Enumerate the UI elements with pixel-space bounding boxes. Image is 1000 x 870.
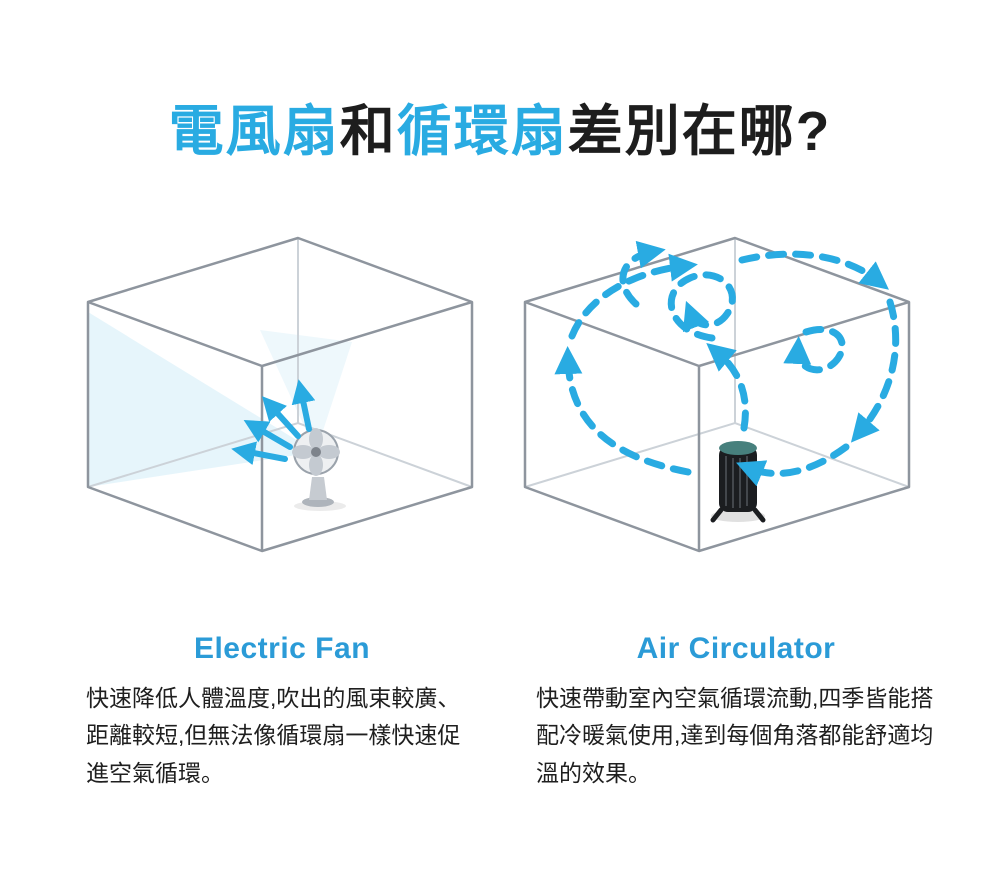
- title-segment-and: 和: [339, 100, 397, 162]
- tower-circulator-icon: [710, 441, 766, 523]
- air-circulator-heading: Air Circulator: [636, 632, 836, 665]
- fan-blades: [292, 428, 340, 476]
- desk-fan-icon: [292, 428, 346, 511]
- circulation-arrow: [568, 253, 698, 340]
- airflow-arrow: [243, 419, 293, 450]
- circulation-arrow: [554, 346, 692, 476]
- circulator-body: [719, 446, 757, 512]
- airflow-arrow: [291, 379, 316, 432]
- title-segment-circulator: 循環扇: [396, 100, 568, 162]
- circulation-curl: [783, 326, 846, 374]
- air-circulator-room-diagram: [523, 236, 911, 553]
- fan-airflow-arrows: [231, 379, 316, 466]
- airflow-arrow: [231, 441, 288, 466]
- room-front-edges: [524, 300, 910, 551]
- air-circulator-caption: Air Circulator 快速帶動室內空氣循環流動,四季皆能搭配冷暖氣使用,…: [536, 632, 936, 792]
- circulation-arrow: [619, 240, 666, 308]
- circulation-arrow: [736, 443, 850, 487]
- title-segment-question: 差別在哪?: [567, 100, 832, 162]
- diagram-canvas: [86, 236, 911, 553]
- circulation-arrow: [738, 250, 889, 290]
- electric-fan-heading: Electric Fan: [193, 632, 371, 665]
- circulator-top: [719, 441, 757, 455]
- page-title: 電風扇和循環扇差別在哪?: [0, 86, 1000, 166]
- circulation-spiral: [667, 271, 736, 342]
- electric-fan-caption: Electric Fan 快速降低人體溫度,吹出的風束較廣、距離較短,但無法像循…: [86, 632, 478, 792]
- fan-stand: [309, 477, 327, 500]
- room-hidden-edges: [524, 238, 910, 488]
- electric-fan-description: 快速降低人體溫度,吹出的風束較廣、距離較短,但無法像循環扇一樣快速促進空氣循環。: [86, 685, 461, 786]
- circulator-feet: [710, 507, 766, 523]
- circulation-arrow: [850, 298, 900, 443]
- room-outline: [523, 236, 911, 553]
- room-outline: [86, 236, 474, 553]
- fan-hub: [311, 447, 321, 457]
- circulation-arrow: [706, 343, 749, 432]
- air-circulator-description: 快速帶動室內空氣循環流動,四季皆能搭配冷暖氣使用,達到每個角落都能舒適均溫的效果…: [536, 685, 934, 786]
- fan-breeze-glow: [88, 312, 316, 487]
- airflow-arrow: [261, 396, 301, 439]
- circulator-shadow: [711, 510, 765, 522]
- title-segment-electric-fan: 電風扇: [168, 100, 340, 162]
- electric-fan-room-diagram: [86, 236, 474, 553]
- circulation-airflow-arrows: [554, 240, 900, 487]
